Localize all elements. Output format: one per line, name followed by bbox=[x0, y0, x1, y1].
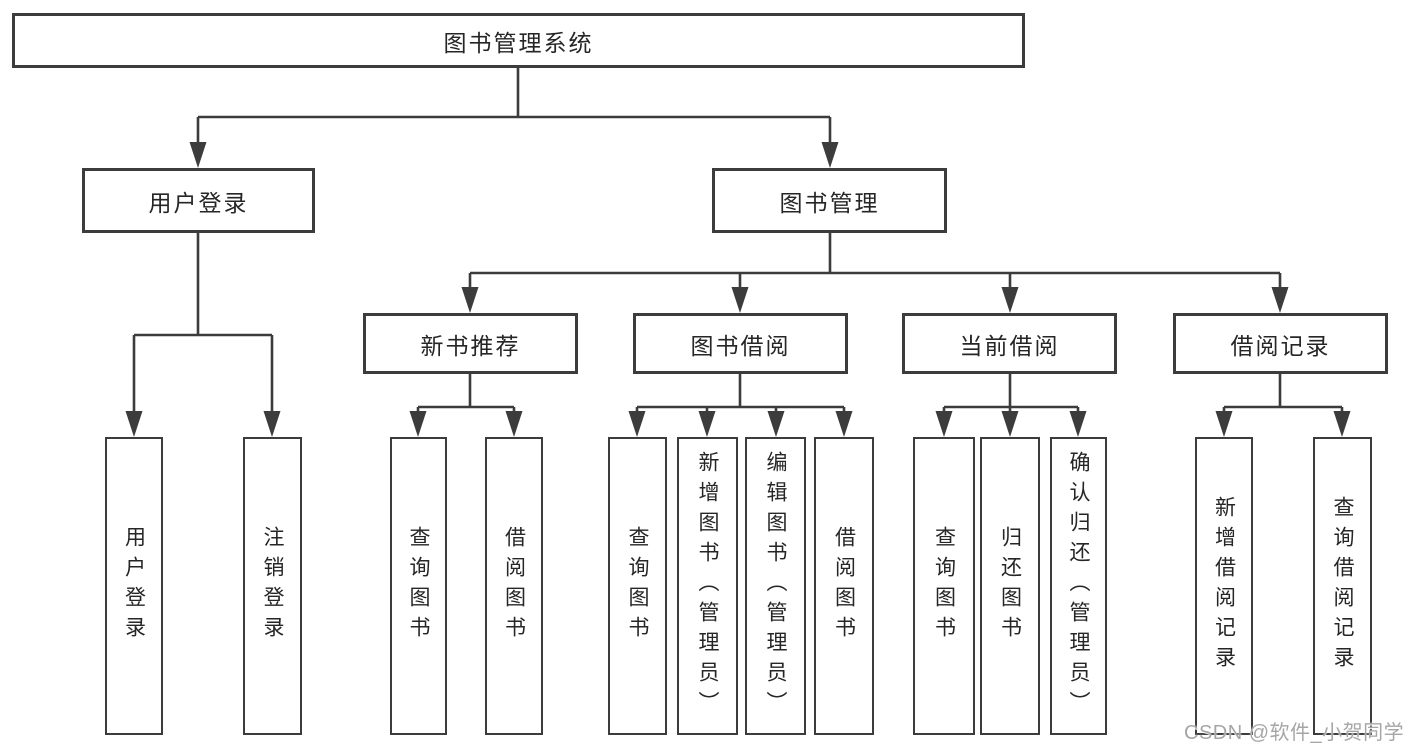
arrowhead-icon bbox=[1215, 411, 1233, 437]
node-leaf-query-books-rec: 查询图书 bbox=[390, 437, 447, 735]
watermark: CSDN @软件_小贺同学 bbox=[1184, 722, 1405, 744]
node-current-borrowing: 当前借阅 bbox=[902, 313, 1117, 374]
arrowhead-icon bbox=[505, 411, 523, 437]
node-leaf-query-books-cur: 查询图书 bbox=[913, 437, 975, 735]
node-leaf-add-borrow-record: 新增借阅记录 bbox=[1195, 437, 1253, 735]
arrowhead-icon bbox=[835, 411, 853, 437]
node-new-book-recommend: 新书推荐 bbox=[363, 313, 578, 374]
arrowhead-icon bbox=[409, 411, 427, 437]
node-leaf-add-books-admin: 新增图书（管理员） bbox=[677, 437, 738, 735]
node-leaf-return-books: 归还图书 bbox=[980, 437, 1040, 735]
arrowhead-icon bbox=[263, 411, 281, 437]
arrowhead-icon bbox=[125, 411, 143, 437]
arrowhead-icon bbox=[698, 411, 716, 437]
node-leaf-borrow-books-rec: 借阅图书 bbox=[485, 437, 543, 735]
node-leaf-query-books-bor: 查询图书 bbox=[608, 437, 667, 735]
arrowhead-icon bbox=[189, 142, 207, 168]
node-system-root: 图书管理系统 bbox=[12, 13, 1025, 68]
arrowhead-icon bbox=[628, 411, 646, 437]
arrowhead-icon bbox=[1001, 287, 1019, 313]
node-book-borrowing: 图书借阅 bbox=[633, 313, 848, 374]
node-borrowing-records: 借阅记录 bbox=[1173, 313, 1388, 374]
arrowhead-icon bbox=[935, 411, 953, 437]
arrowhead-icon bbox=[731, 287, 749, 313]
node-leaf-borrow-books: 借阅图书 bbox=[814, 437, 874, 735]
node-leaf-query-borrow-record: 查询借阅记录 bbox=[1313, 437, 1372, 735]
arrowhead-icon bbox=[1001, 411, 1019, 437]
node-leaf-edit-books-admin: 编辑图书（管理员） bbox=[745, 437, 806, 735]
node-leaf-logout: 注销登录 bbox=[243, 437, 302, 735]
node-leaf-user-login: 用户登录 bbox=[105, 437, 163, 735]
arrowhead-icon bbox=[1069, 411, 1087, 437]
arrowhead-icon bbox=[821, 142, 839, 168]
node-book-management: 图书管理 bbox=[712, 168, 947, 233]
arrowhead-icon bbox=[767, 411, 785, 437]
arrowhead-icon bbox=[461, 287, 479, 313]
node-user-login-group: 用户登录 bbox=[82, 168, 315, 233]
node-leaf-confirm-return: 确认归还（管理员） bbox=[1050, 437, 1107, 735]
arrowhead-icon bbox=[1271, 287, 1289, 313]
arrowhead-icon bbox=[1333, 411, 1351, 437]
